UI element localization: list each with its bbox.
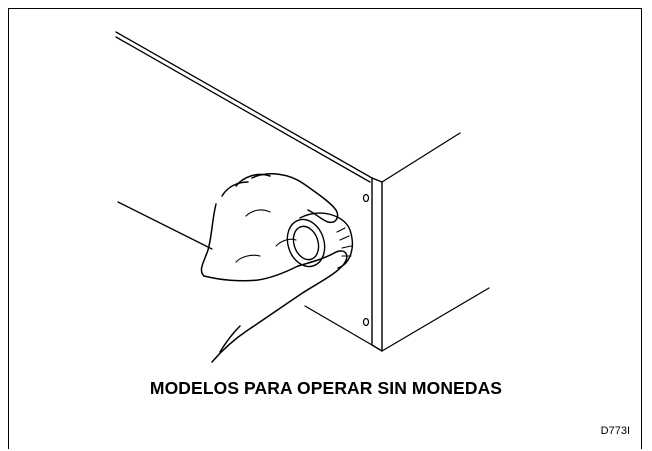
cabinet-top-edge [116,32,372,182]
hand-drawing [201,174,346,362]
cabinet-corner-post [372,178,382,351]
figure-caption: MODELOS PARA OPERAR SIN MONEDAS [0,378,652,399]
screw-hole-top [364,195,369,202]
screw-hole-bottom [364,319,369,326]
cabinet-side-panel [382,133,489,351]
control-knob [281,213,352,271]
figure-code: D773I [601,425,630,437]
